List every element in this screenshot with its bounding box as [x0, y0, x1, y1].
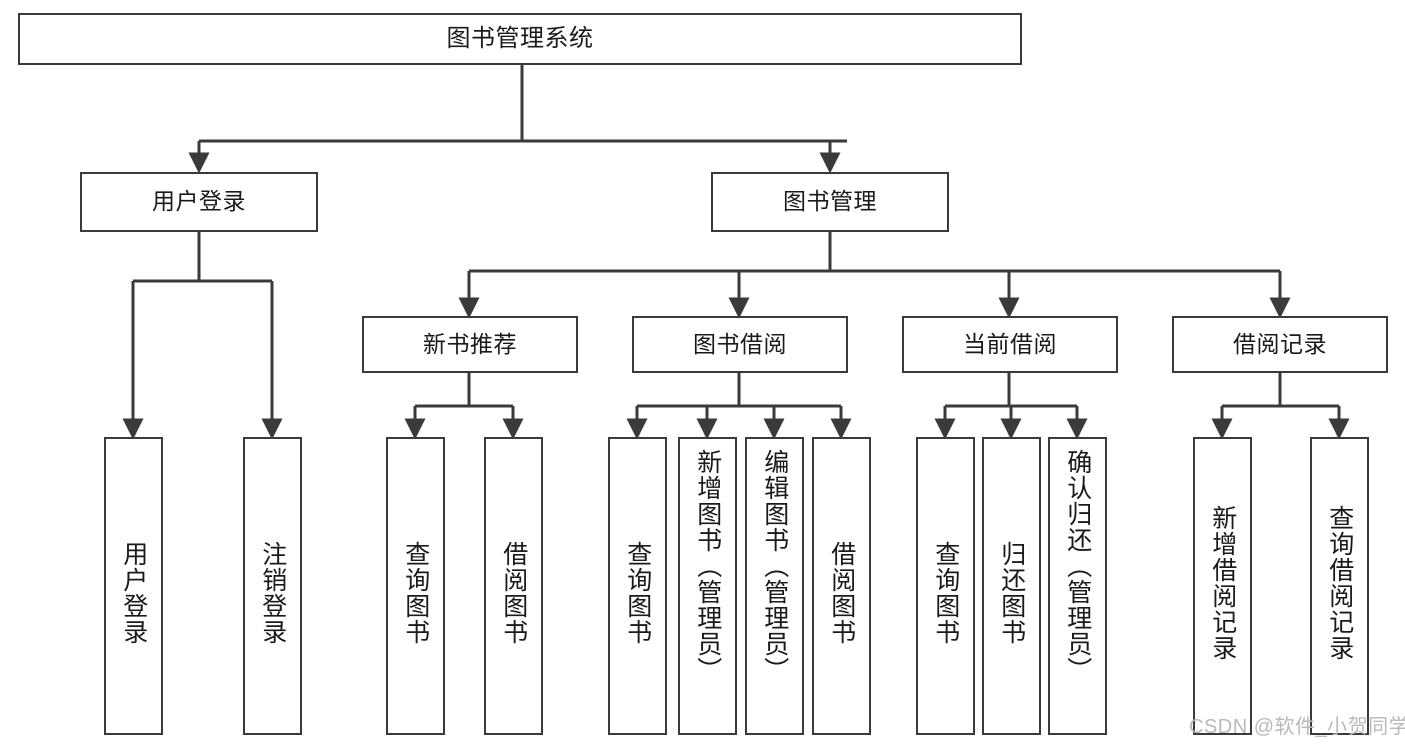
node-leaf-borrow-book-2[interactable]: 借阅图书 — [812, 437, 871, 735]
node-borrow-record[interactable]: 借阅记录 — [1172, 316, 1388, 373]
node-user-login-label: 用户登录 — [152, 188, 246, 215]
node-leaf-query-book-2[interactable]: 查询图书 — [608, 437, 667, 735]
node-leaf-add-book[interactable]: 新增图书（管理员） — [678, 437, 737, 735]
node-current-borrow-label: 当前借阅 — [963, 330, 1057, 357]
node-leaf-query-book-1-label: 查询图书 — [401, 541, 430, 645]
node-leaf-query-book-3-label: 查询图书 — [931, 541, 960, 645]
node-leaf-user-login[interactable]: 用户登录 — [104, 437, 163, 735]
node-leaf-query-book-2-label: 查询图书 — [623, 541, 652, 645]
node-book-manage-label: 图书管理 — [783, 188, 877, 215]
node-leaf-add-record-label: 新增借阅记录 — [1208, 505, 1237, 661]
node-user-login[interactable]: 用户登录 — [80, 172, 318, 232]
node-leaf-query-book-3[interactable]: 查询图书 — [916, 437, 975, 735]
node-new-book-rec[interactable]: 新书推荐 — [362, 316, 578, 373]
node-leaf-confirm-return-label: 确认归还（管理员） — [1063, 449, 1092, 683]
node-leaf-borrow-book-1-label: 借阅图书 — [499, 541, 528, 645]
node-leaf-logout[interactable]: 注销登录 — [243, 437, 302, 735]
node-leaf-borrow-book-1[interactable]: 借阅图书 — [484, 437, 543, 735]
node-leaf-user-login-label: 用户登录 — [119, 541, 148, 645]
node-leaf-add-book-label: 新增图书（管理员） — [693, 449, 722, 683]
node-new-book-rec-label: 新书推荐 — [423, 330, 517, 357]
node-book-borrow[interactable]: 图书借阅 — [632, 316, 848, 373]
node-leaf-query-record[interactable]: 查询借阅记录 — [1310, 437, 1369, 735]
node-leaf-query-record-label: 查询借阅记录 — [1325, 505, 1354, 661]
node-leaf-query-book-1[interactable]: 查询图书 — [386, 437, 445, 735]
node-leaf-edit-book[interactable]: 编辑图书（管理员） — [745, 437, 804, 735]
node-book-manage[interactable]: 图书管理 — [711, 172, 949, 232]
node-root-label: 图书管理系统 — [446, 24, 594, 52]
node-book-borrow-label: 图书借阅 — [693, 330, 787, 357]
node-borrow-record-label: 借阅记录 — [1233, 330, 1327, 357]
node-leaf-borrow-book-2-label: 借阅图书 — [827, 541, 856, 645]
node-leaf-logout-label: 注销登录 — [258, 541, 287, 645]
node-leaf-add-record[interactable]: 新增借阅记录 — [1193, 437, 1252, 735]
node-leaf-return-book[interactable]: 归还图书 — [982, 437, 1041, 735]
node-root[interactable]: 图书管理系统 — [18, 13, 1022, 65]
node-leaf-edit-book-label: 编辑图书（管理员） — [760, 449, 789, 683]
node-leaf-return-book-label: 归还图书 — [997, 541, 1026, 645]
node-leaf-confirm-return[interactable]: 确认归还（管理员） — [1048, 437, 1107, 735]
node-current-borrow[interactable]: 当前借阅 — [902, 316, 1118, 373]
csdn-watermark: CSDN @软件_小贺同学 — [1189, 716, 1405, 738]
